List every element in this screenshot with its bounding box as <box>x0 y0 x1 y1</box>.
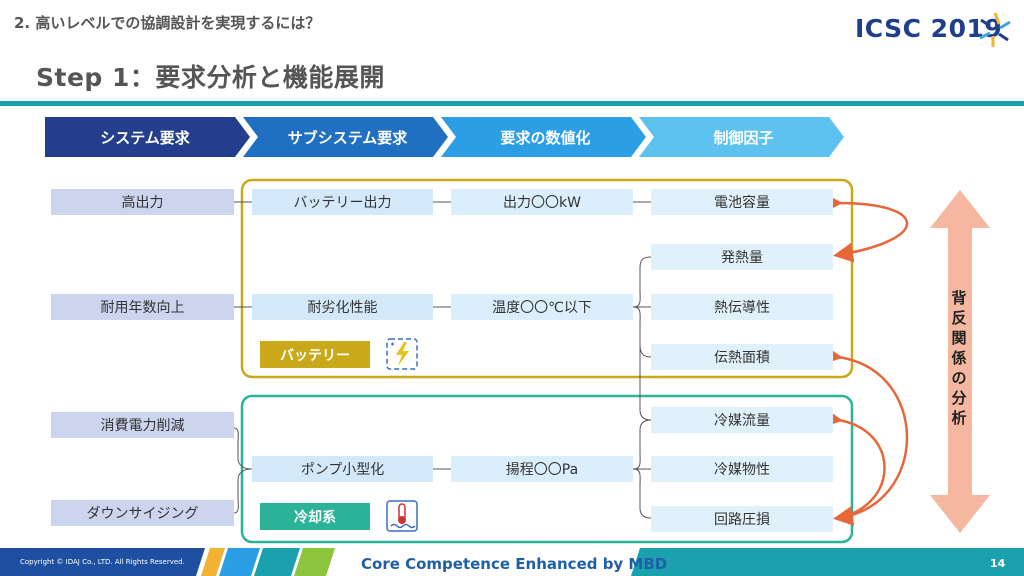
factor-thermal-conductivity: 熱伝導性 <box>651 294 833 320</box>
factor-coolant-properties: 冷媒物性 <box>651 456 833 482</box>
factor-heat-generation: 発熱量 <box>651 244 833 270</box>
cooling-icon <box>386 500 418 532</box>
page-number: 14 <box>990 557 1006 570</box>
chevron-subsystem-requirement <box>243 117 448 157</box>
quantified-temperature: 温度〇〇℃以下 <box>451 294 633 320</box>
cooling-tag: 冷却系 <box>260 503 370 530</box>
requirement-downsizing: ダウンサイジング <box>51 500 234 526</box>
quantified-pump-head: 揚程〇〇Pa <box>451 456 633 482</box>
column-header-system: システム要求 <box>100 128 190 147</box>
chevron-quantification <box>441 117 646 157</box>
subsystem-battery-output: バッテリー出力 <box>252 189 433 215</box>
factor-circuit-pressure-loss: 回路圧損 <box>651 506 833 532</box>
battery-icon <box>386 338 418 370</box>
tradeoff-arrow-area-pressure <box>821 344 909 526</box>
quantified-output-kw: 出力〇〇kW <box>451 189 633 215</box>
factor-heat-transfer-area: 伝熱面積 <box>651 344 833 370</box>
footer-tagline: Core Competence Enhanced by MBD <box>361 555 668 573</box>
battery-tag: バッテリー <box>260 341 370 368</box>
factor-coolant-flow: 冷媒流量 <box>651 407 833 433</box>
column-chevrons <box>45 117 844 157</box>
footer-band <box>0 548 1024 576</box>
tradeoff-arrow-capacity-heat <box>822 192 908 263</box>
column-header-quantified: 要求の数値化 <box>500 128 591 147</box>
subsystem-pump-downsizing: ポンプ小型化 <box>252 456 433 482</box>
column-header-control-factor: 制御因子 <box>713 128 774 147</box>
footer-copyright: Copyright © IDAJ Co., LTD. All Rights Re… <box>20 558 185 566</box>
tradeoff-arrow-flow-pressure <box>821 407 886 520</box>
chevron-system-requirement <box>45 117 250 157</box>
tradeoff-analysis-arrow <box>930 190 990 533</box>
conference-logo-text: ICSC 2019 <box>855 14 1003 43</box>
conference-logo-icon <box>979 12 1011 47</box>
requirement-power-reduction: 消費電力削減 <box>51 412 234 438</box>
requirement-durability: 耐用年数向上 <box>51 294 234 320</box>
factor-battery-capacity: 電池容量 <box>651 189 833 215</box>
tradeoff-analysis-label: 背反関係の分析 <box>951 289 967 427</box>
page-title: Step 1：要求分析と機能展開 <box>36 63 385 92</box>
battery-group-frame <box>240 178 854 379</box>
header-rule <box>0 101 1024 106</box>
subsystem-degradation-resistance: 耐劣化性能 <box>252 294 433 320</box>
column-header-subsystem: サブシステム要求 <box>287 128 408 147</box>
requirement-high-output: 高出力 <box>51 189 234 215</box>
section-heading: 2. 高いレベルでの協調設計を実現するには？ <box>14 14 321 32</box>
chevron-control-factor <box>639 117 844 157</box>
